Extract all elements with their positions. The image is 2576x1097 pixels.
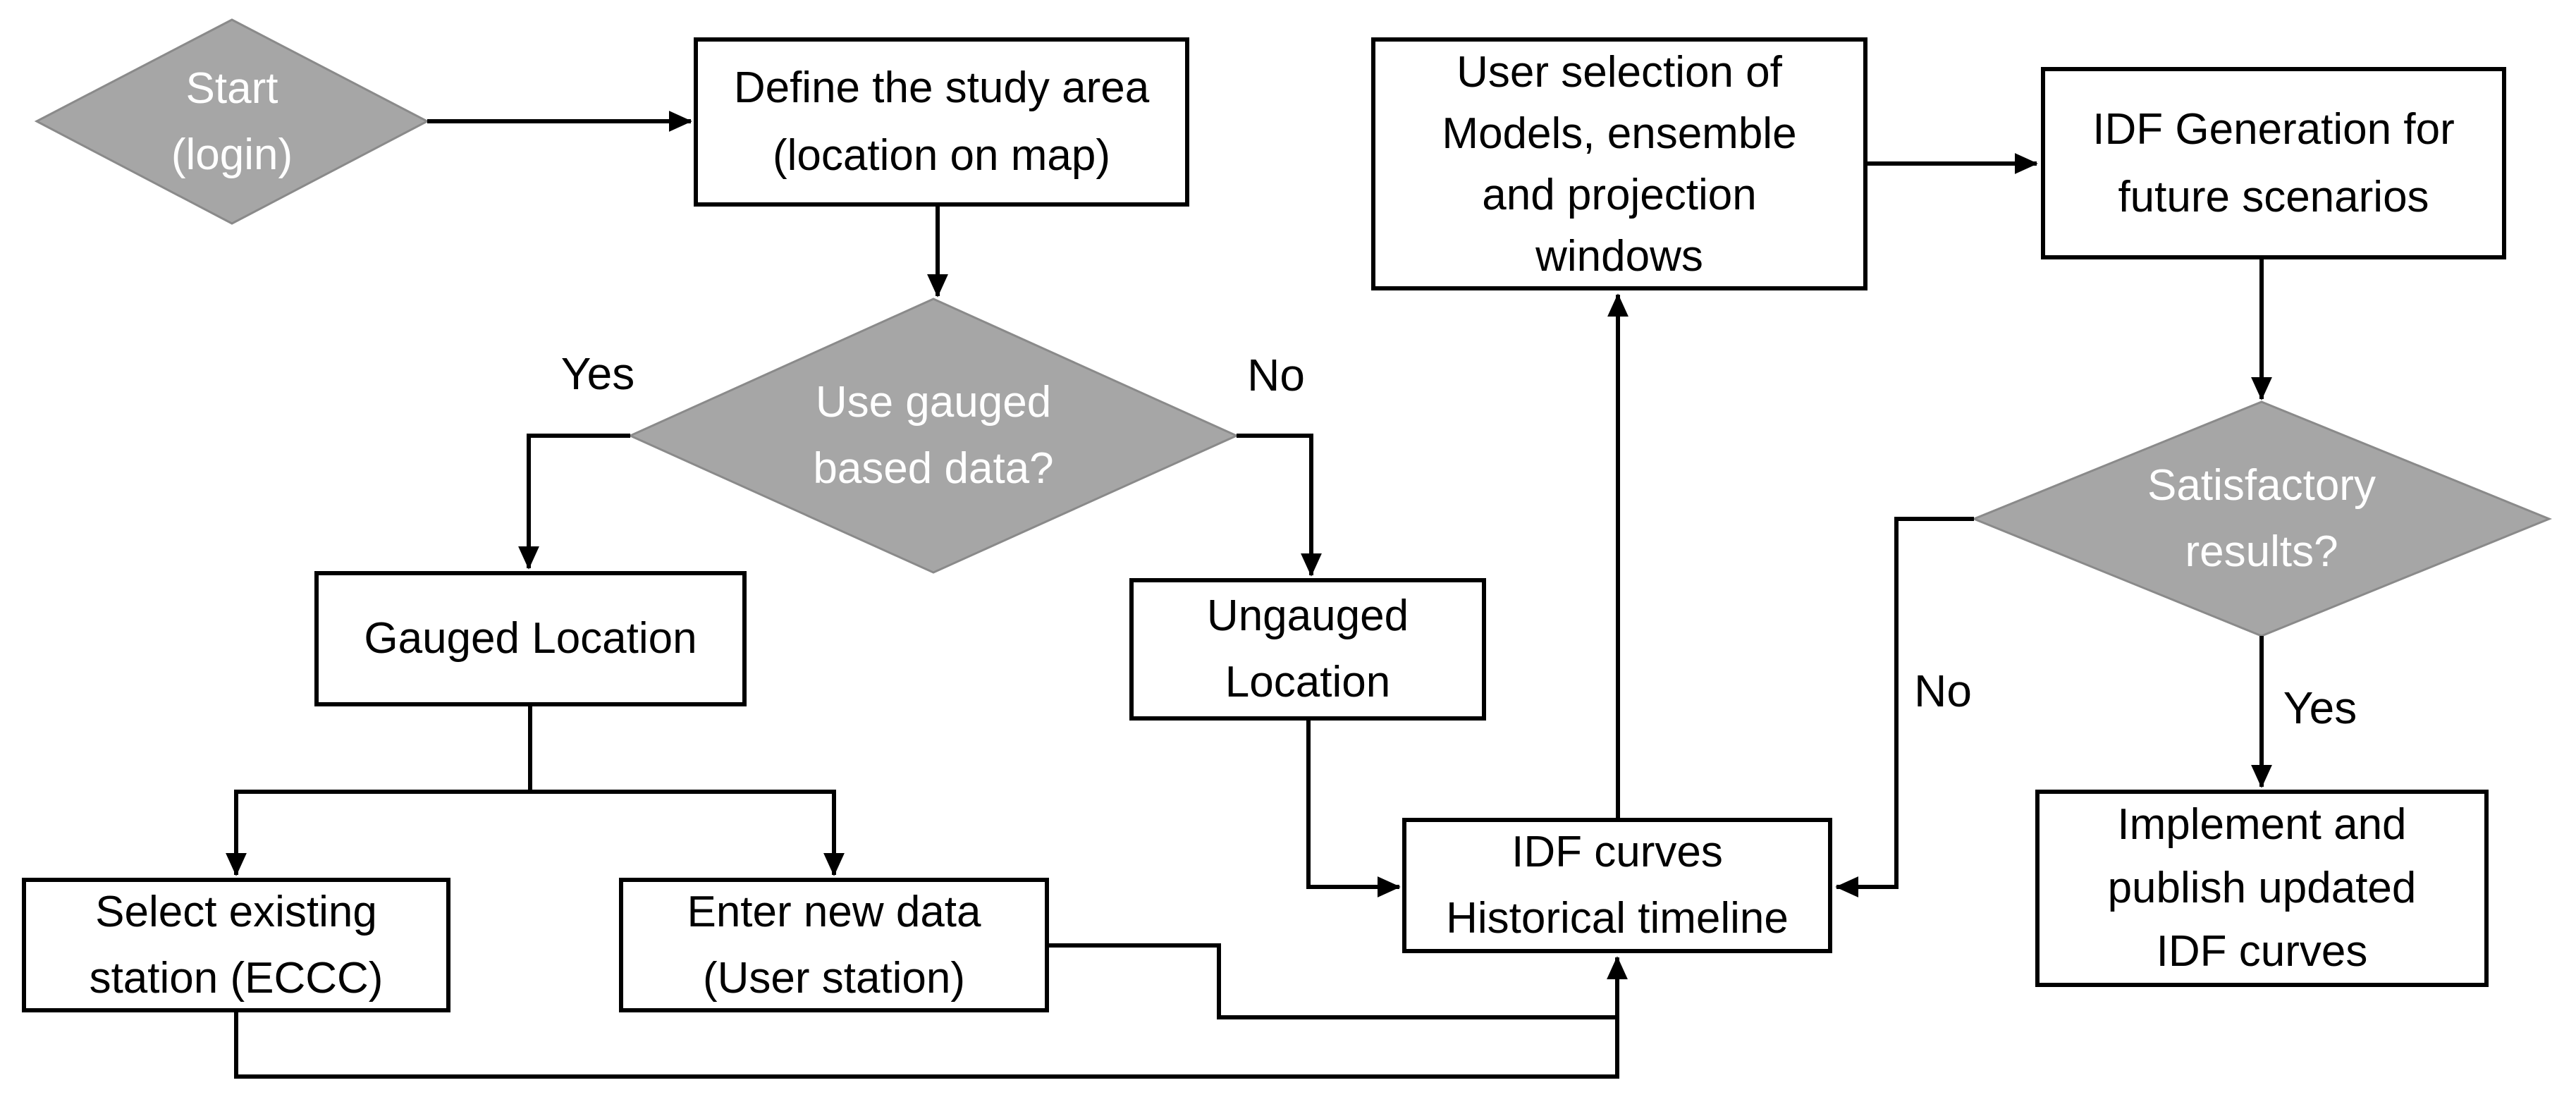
edge-use-gauged-no-to-ungauged-location xyxy=(1237,434,1322,577)
node-select-existing-station: Select existing station (ECCC) xyxy=(22,878,450,1012)
edge-label-satisfactory-no: No xyxy=(1914,666,1972,716)
node-implement-publish: Implement and publish updated IDF curves xyxy=(2035,790,2489,987)
edge-enter-new-data-to-merge xyxy=(1049,943,1617,1019)
node-idf-generation-future: IDF Generation for future scenarios xyxy=(2041,67,2506,259)
satisfactory-diamond-shape xyxy=(1971,400,2552,637)
node-user-selection-models: User selection of Models, ensemble and p… xyxy=(1371,37,1867,290)
node-ungauged-location: Ungauged Location xyxy=(1129,578,1486,721)
edge-use-gauged-yes-to-gauged-location xyxy=(518,434,630,570)
use-gauged-diamond-shape xyxy=(627,298,1239,574)
edge-select-station-to-idf-curves xyxy=(234,956,1628,1079)
node-enter-new-data: Enter new data (User station) xyxy=(619,878,1049,1012)
edge-satisfactory-no-to-idf-curves xyxy=(1835,517,1974,897)
edge-ungauged-to-idf-curves xyxy=(1306,721,1401,897)
node-gauged-location: Gauged Location xyxy=(314,571,747,706)
edge-label-use-gauged-yes: Yes xyxy=(560,348,635,399)
edge-label-use-gauged-no: No xyxy=(1247,350,1305,400)
edge-label-satisfactory-yes: Yes xyxy=(2283,682,2357,733)
node-idf-curves-historical: IDF curves Historical timeline xyxy=(1402,818,1832,953)
node-define-study-area: Define the study area (location on map) xyxy=(694,37,1189,207)
start-diamond-shape xyxy=(34,18,430,225)
